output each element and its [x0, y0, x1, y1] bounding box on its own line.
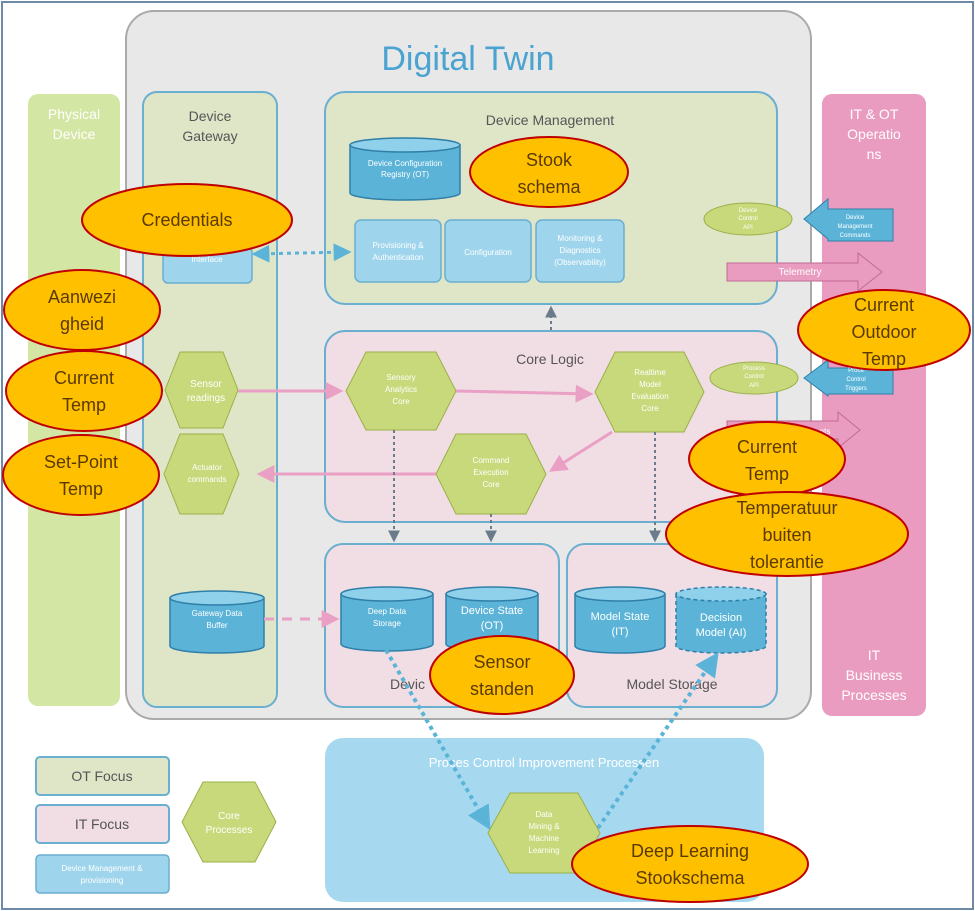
legend-ot-focus-label: OT Focus: [71, 768, 132, 784]
callout-credentials: Credentials: [81, 183, 293, 257]
legend-core-processes: [181, 781, 277, 863]
configuration-box: [444, 219, 532, 283]
device-state-label: Device State(OT): [461, 605, 523, 632]
mining-to-decision-arrow: [596, 652, 719, 830]
events-fragment-label: nts: [820, 427, 831, 436]
analytics-to-realtime-arrow: [455, 384, 594, 403]
process-control-api: [709, 361, 799, 395]
legend-it-focus-label: IT Focus: [75, 816, 129, 832]
model-state-label: Model State(IT): [591, 611, 650, 638]
realtime-to-command-arrow: [548, 430, 613, 472]
process-improvement-label: Proces Control Improvement Processen: [429, 755, 659, 770]
core-logic-label: Core Logic: [516, 351, 584, 367]
svg-text:Stookschema: Stookschema: [517, 150, 581, 197]
storage-to-mining-arrow: [384, 648, 491, 831]
device-mgmt-commands-arrow: [803, 197, 894, 242]
data-mining-hex: [487, 792, 601, 874]
telemetry-arrow: [726, 251, 883, 293]
device-control-api: [703, 202, 793, 236]
legend-device-mgmt: [35, 854, 170, 894]
legend-ot-focus: [35, 756, 170, 796]
sensor-readings-hex: [164, 351, 239, 429]
gateway-interface-label: Interface: [191, 255, 223, 264]
configuration-label: Configuration: [464, 248, 512, 257]
monitoring-label: Monitoring &Diagnostics(Observability): [554, 234, 606, 267]
provisioning-label: Provisioning &Authentication: [372, 241, 424, 262]
it-ot-operations-column: [822, 94, 926, 716]
provisioning-box: [354, 219, 442, 283]
legend-device-mgmt-label: Device Management &provisioning: [62, 864, 144, 885]
svg-text:Credentials: Credentials: [141, 210, 232, 230]
realtime-model-hex: [594, 351, 705, 433]
command-execution-hex: [435, 433, 547, 515]
telemetry-label: Telemetry: [778, 267, 821, 278]
monitoring-box: [535, 219, 625, 283]
page-title: Digital Twin: [381, 40, 554, 78]
device-management-label: Device Management: [486, 112, 615, 128]
actuator-commands-hex: [163, 433, 240, 515]
legend-it-focus: [35, 804, 170, 844]
model-storage-label: Model Storage: [626, 676, 717, 692]
model-state-cylinder: Model State(IT): [574, 586, 666, 654]
